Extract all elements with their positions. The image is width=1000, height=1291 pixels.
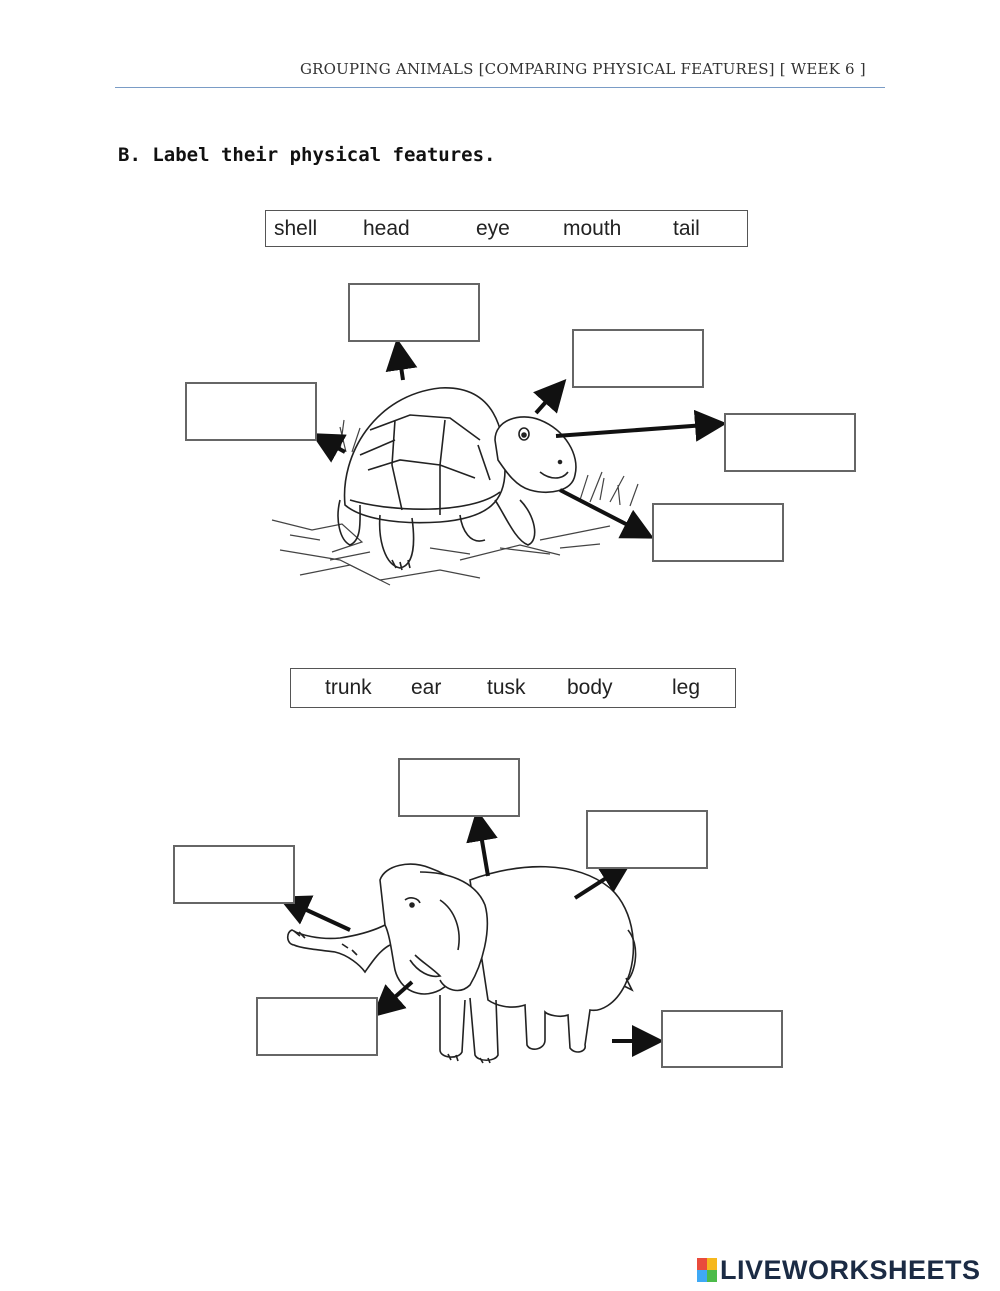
elephant-body [469,865,635,1053]
word-body: body [567,676,613,699]
word-ear: ear [411,676,442,699]
turtle-answer-top[interactable] [348,283,480,342]
word-trunk: trunk [325,676,372,699]
turtle-answer-right[interactable] [724,413,856,472]
logo-brand-text: LIVEWORKSHEETS [720,1254,981,1285]
word-head: head [363,217,410,240]
turtle-answer-upper-right[interactable] [572,329,704,388]
section-title: B. Label their physical features. [118,144,496,166]
elephant-trunk [286,924,391,974]
elephant-ear [419,871,489,992]
elephant-answer-right[interactable] [586,810,708,869]
turtle-answer-left[interactable] [185,382,317,441]
elephant-word-bank: trunk ear tusk body leg [290,668,736,708]
turtle-word-bank: shell head eye mouth tail [265,210,748,247]
logo-mark-icon [697,1258,717,1282]
liveworksheets-logo: LIVEWORKSHEETS [697,1255,981,1285]
word-leg: leg [672,676,701,699]
turtle-arrows [311,338,727,539]
elephant-answer-top[interactable] [398,758,520,817]
elephant-arrows [277,809,664,1057]
word-tusk: tusk [487,676,526,699]
word-mouth: mouth [563,217,622,240]
turtle-answer-lower-right[interactable] [652,503,784,562]
page-header: GROUPING ANIMALS [COMPARING PHYSICAL FEA… [300,60,866,78]
elephant-answer-lower-left[interactable] [256,997,378,1056]
header-rule [115,87,885,88]
turtle-illustration [271,387,639,586]
word-eye: eye [476,217,510,240]
word-tail: tail [673,217,700,240]
elephant-answer-left[interactable] [173,845,295,904]
word-shell: shell [274,217,318,240]
elephant-illustration [286,863,637,1064]
turtle-head [494,416,577,493]
elephant-answer-lower-right[interactable] [661,1010,783,1068]
elephant-tusk [409,954,442,978]
